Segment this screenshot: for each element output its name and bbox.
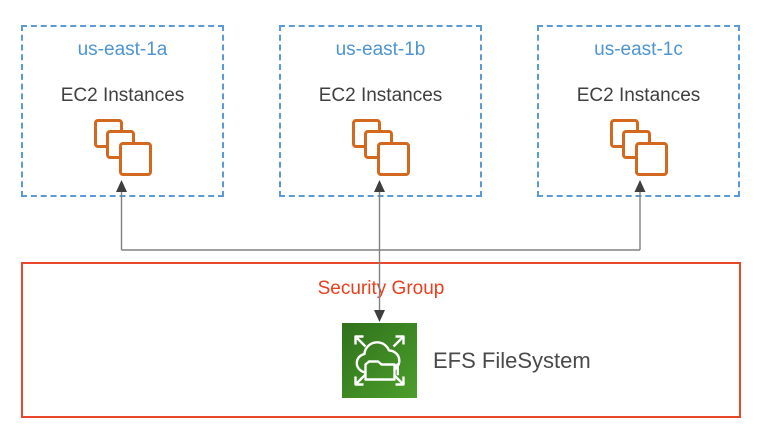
ec2-instances-icon <box>351 119 410 176</box>
az-title: us-east-1b <box>335 39 426 60</box>
security-group-box: Security Group <box>21 262 741 418</box>
az-box-us-east-1a: us-east-1a EC2 Instances <box>21 25 224 197</box>
az-title: us-east-1c <box>594 39 683 60</box>
efs-label: EFS FileSystem <box>433 347 591 373</box>
ec2-instances-label: EC2 Instances <box>318 85 443 106</box>
instance-square-front <box>634 142 668 176</box>
ec2-instances-icon <box>609 119 668 176</box>
ec2-instances-label: EC2 Instances <box>576 85 701 106</box>
az-box-us-east-1b: us-east-1b EC2 Instances <box>279 25 482 197</box>
az-title: us-east-1a <box>77 39 168 60</box>
efs-filesystem: EFS FileSystem <box>342 323 591 398</box>
efs-icon <box>342 323 417 398</box>
security-group-label: Security Group <box>317 278 445 299</box>
ec2-instances-icon <box>93 119 152 176</box>
ec2-instances-label: EC2 Instances <box>60 85 185 106</box>
instance-square-front <box>376 142 410 176</box>
instance-square-front <box>118 142 152 176</box>
az-box-us-east-1c: us-east-1c EC2 Instances <box>537 25 740 197</box>
